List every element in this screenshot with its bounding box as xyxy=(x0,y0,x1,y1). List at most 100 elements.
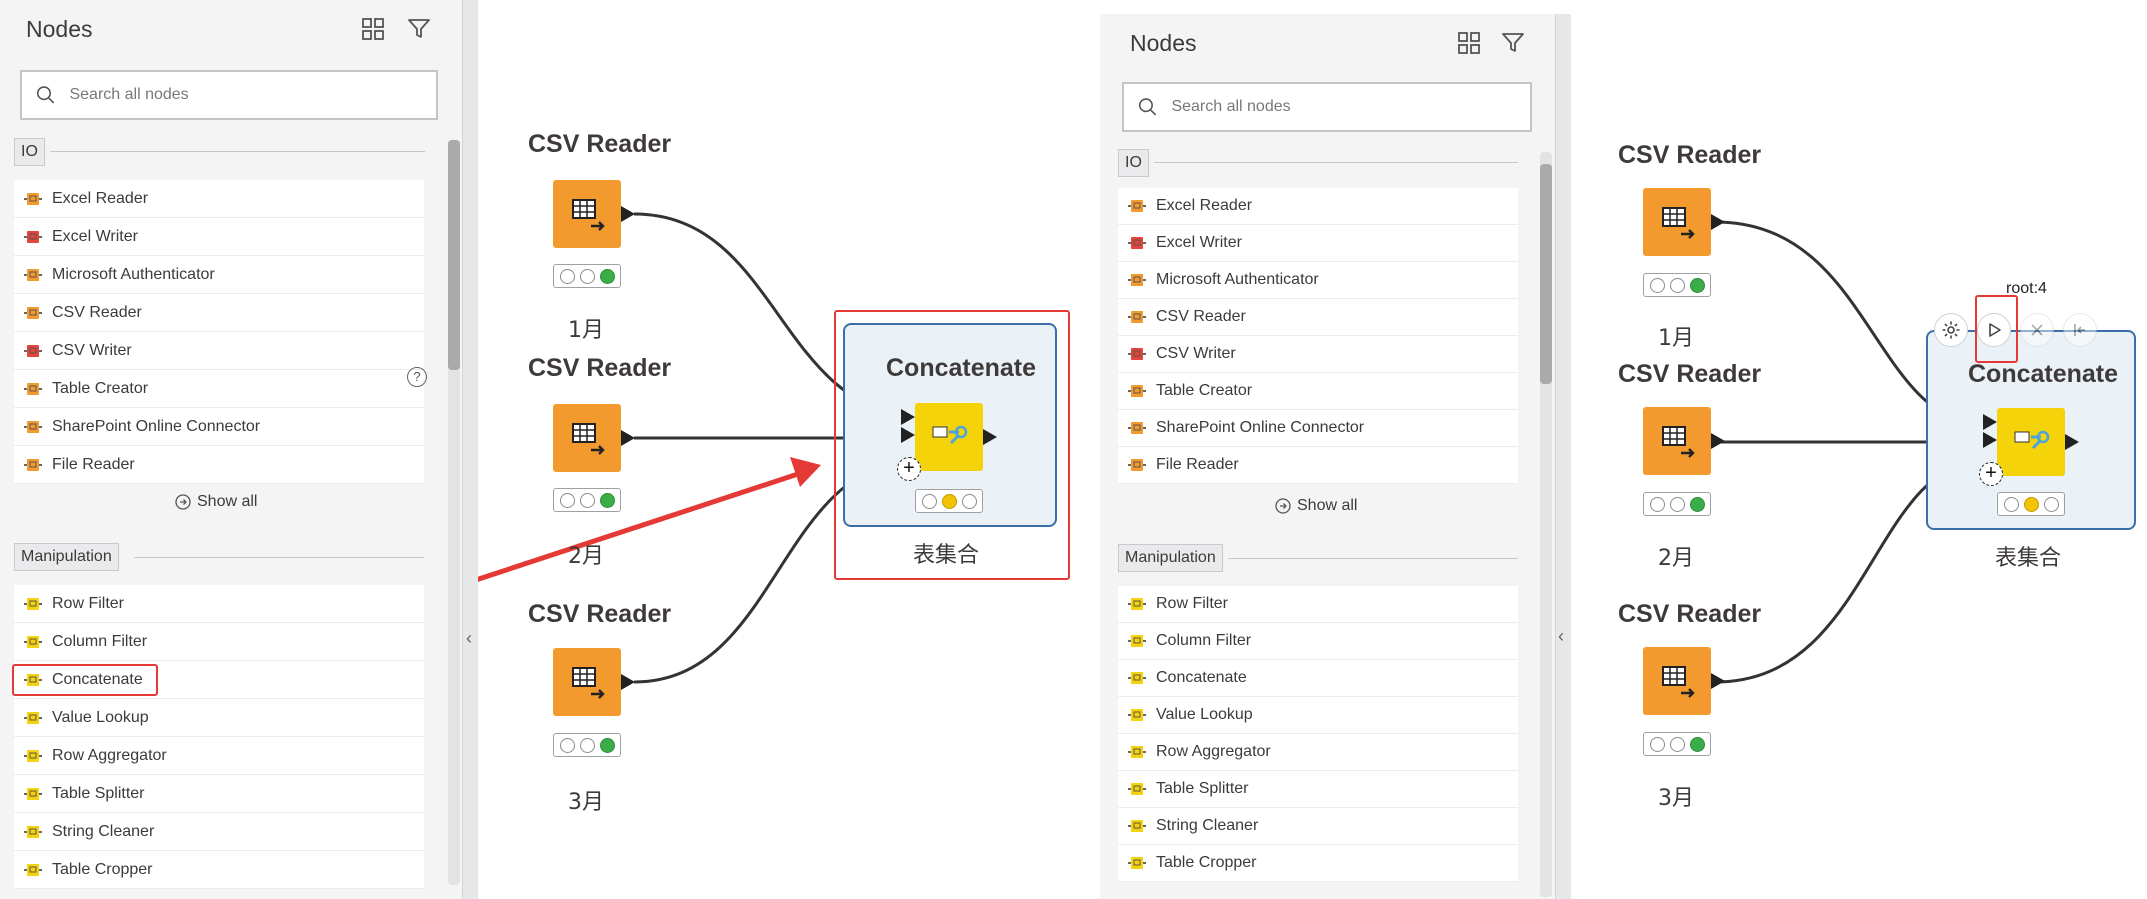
node-list-item[interactable]: Table Creator xyxy=(14,370,424,408)
node-list-item[interactable]: Excel Writer xyxy=(14,218,424,256)
panel-divider[interactable] xyxy=(462,0,478,899)
node-list-item[interactable]: Table Splitter xyxy=(1118,771,1518,808)
node-list-item[interactable]: String Cleaner xyxy=(1118,808,1518,845)
node-type-icon xyxy=(24,635,42,649)
node-list-label: Table Creator xyxy=(52,379,149,397)
output-port[interactable] xyxy=(1711,433,1725,449)
csv-reader-node-2[interactable] xyxy=(553,404,635,472)
search-icon xyxy=(1138,98,1157,116)
add-port-icon[interactable]: + xyxy=(1979,462,2003,486)
search-box[interactable] xyxy=(20,70,438,120)
node-type-icon xyxy=(1128,671,1146,685)
input-port[interactable] xyxy=(901,427,915,443)
node-list-label: Excel Reader xyxy=(1156,197,1253,214)
node-type-icon xyxy=(24,382,42,396)
output-port[interactable] xyxy=(1711,673,1725,689)
scrollbar-thumb[interactable] xyxy=(448,140,460,370)
csv-reader-node-3[interactable] xyxy=(553,648,635,716)
concatenate-node[interactable]: + xyxy=(1979,408,2079,486)
search-input-2[interactable] xyxy=(1171,98,1530,116)
gear-icon xyxy=(1942,321,1960,339)
reader-3-label: 3月 xyxy=(568,790,604,815)
reader-1-title: CSV Reader xyxy=(528,130,672,158)
node-list-item[interactable]: Row Aggregator xyxy=(1118,734,1518,771)
node-list-item[interactable]: Table Cropper xyxy=(1118,845,1518,882)
node-list-item[interactable]: CSV Writer xyxy=(1118,336,1518,373)
show-all-link-2[interactable]: Show all xyxy=(1275,497,1357,515)
node-list-item[interactable]: Row Aggregator xyxy=(14,737,424,775)
node-type-icon xyxy=(24,230,42,244)
show-all-link[interactable]: Show all xyxy=(175,493,257,511)
node-list-label: SharePoint Online Connector xyxy=(1156,419,1365,436)
output-port[interactable] xyxy=(2065,434,2079,450)
node-list-label: Concatenate xyxy=(1156,669,1247,686)
collapse-chevron-icon[interactable]: ‹ xyxy=(466,628,472,648)
node-list-label: Value Lookup xyxy=(1156,706,1253,723)
help-icon[interactable]: ? xyxy=(407,367,427,387)
node-type-icon xyxy=(1128,236,1146,250)
workflow-canvas-1[interactable]: CSV Reader 1月 CSV Reader 2月 CSV Reader 3… xyxy=(478,0,1100,899)
add-port-icon[interactable]: + xyxy=(897,457,921,481)
cancel-button[interactable] xyxy=(2020,313,2054,347)
node-list-item[interactable]: CSV Reader xyxy=(1118,299,1518,336)
output-port[interactable] xyxy=(621,206,635,222)
panel-scrollbar[interactable] xyxy=(448,140,460,885)
node-list-item[interactable]: Microsoft Authenticator xyxy=(14,256,424,294)
node-list-label: Value Lookup xyxy=(52,708,149,726)
output-port[interactable] xyxy=(983,429,997,445)
node-list-item[interactable]: Value Lookup xyxy=(14,699,424,737)
table-arrow-icon xyxy=(572,199,605,231)
node-list-item[interactable]: Row Filter xyxy=(14,585,424,623)
grid-view-icon[interactable] xyxy=(360,16,386,42)
scrollbar-thumb[interactable] xyxy=(1540,164,1552,384)
search-input[interactable] xyxy=(69,86,436,104)
node-list-item[interactable]: Excel Reader xyxy=(1118,188,1518,225)
node-list-item[interactable]: File Reader xyxy=(1118,447,1518,484)
collapse-chevron-icon[interactable]: ‹ xyxy=(1558,626,1564,646)
search-box-2[interactable] xyxy=(1122,82,1532,132)
skip-back-icon xyxy=(2074,324,2085,336)
node-list-item[interactable]: Table Splitter xyxy=(14,775,424,813)
node-list-label: CSV Reader xyxy=(52,303,142,321)
node-list-item[interactable]: Value Lookup xyxy=(1118,697,1518,734)
node-list-item[interactable]: CSV Writer xyxy=(14,332,424,370)
node-list-item[interactable]: Table Creator xyxy=(1118,373,1518,410)
panel-scrollbar-2[interactable] xyxy=(1540,152,1552,897)
node-list-item[interactable]: Column Filter xyxy=(1118,623,1518,660)
input-port[interactable] xyxy=(1983,432,1997,448)
node-list-item[interactable]: Concatenate xyxy=(1118,660,1518,697)
concatenate-node[interactable]: + xyxy=(897,403,997,481)
grid-view-icon[interactable] xyxy=(1456,30,1482,56)
csv-reader-node-3[interactable] xyxy=(1643,647,1725,715)
reader-3-title: CSV Reader xyxy=(528,600,672,628)
csv-reader-node-2[interactable] xyxy=(1643,407,1725,475)
output-port[interactable] xyxy=(1711,214,1725,230)
node-list-item[interactable]: Concatenate xyxy=(14,661,424,699)
filter-icon[interactable] xyxy=(1500,30,1526,56)
drag-arrowhead xyxy=(790,457,821,487)
category-divider xyxy=(134,557,424,558)
node-list-item[interactable]: CSV Reader xyxy=(14,294,424,332)
configure-button[interactable] xyxy=(1934,313,1968,347)
input-port[interactable] xyxy=(901,409,915,425)
output-port[interactable] xyxy=(621,430,635,446)
node-list-item[interactable]: String Cleaner xyxy=(14,813,424,851)
reset-button[interactable] xyxy=(2063,313,2097,347)
output-port[interactable] xyxy=(621,674,635,690)
input-port[interactable] xyxy=(1983,414,1997,430)
node-list-item[interactable]: SharePoint Online Connector xyxy=(1118,410,1518,447)
node-list-item[interactable]: SharePoint Online Connector xyxy=(14,408,424,446)
node-list-item[interactable]: Excel Writer xyxy=(1118,225,1518,262)
csv-reader-node-1[interactable] xyxy=(553,180,635,248)
node-list-item[interactable]: Excel Reader xyxy=(14,180,424,218)
execute-button[interactable] xyxy=(1977,313,2011,347)
node-list-item[interactable]: Microsoft Authenticator xyxy=(1118,262,1518,299)
node-list-item[interactable]: Table Cropper xyxy=(14,851,424,889)
node-list-item[interactable]: Row Filter xyxy=(1118,586,1518,623)
node-list-item[interactable]: Column Filter xyxy=(14,623,424,661)
node-list-item[interactable]: File Reader xyxy=(14,446,424,484)
filter-icon[interactable] xyxy=(406,16,432,42)
workflow-canvas-2[interactable]: CSV Reader 1月 CSV Reader 2月 CSV Reader 3… xyxy=(1571,0,2147,899)
panel-divider-2[interactable] xyxy=(1555,14,1571,899)
csv-reader-node-1[interactable] xyxy=(1643,188,1725,256)
